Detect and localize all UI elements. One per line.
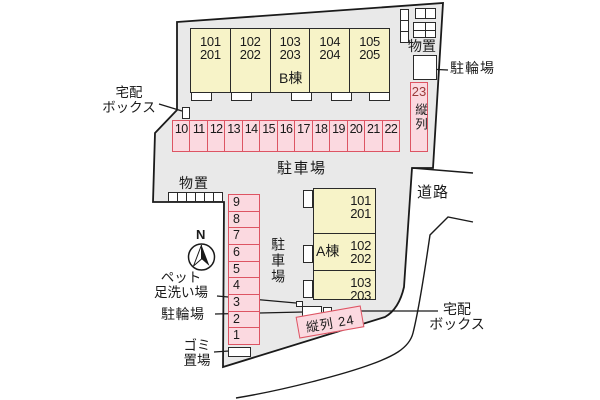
unit-number: 101	[350, 193, 371, 208]
parking-space: 4	[229, 277, 259, 294]
road-edge-north	[411, 167, 474, 174]
delivery-box-bottom-label: 宅配ボックス	[429, 301, 485, 333]
unit-number: 103	[279, 34, 301, 49]
building-a-unit: 102 202	[314, 233, 375, 270]
parking-space: 14	[241, 121, 259, 151]
entrance-step	[291, 92, 312, 101]
unit-number: 201	[200, 47, 221, 62]
road-label: 道路	[417, 184, 450, 201]
compass-north-label: N	[196, 227, 206, 242]
parking-space: 11	[189, 121, 206, 151]
parking-space: 1	[229, 327, 259, 344]
entrance-step	[303, 190, 313, 208]
bike-parking-bottom-label: 駐輪場	[161, 306, 205, 322]
entrance-step	[331, 92, 352, 101]
parking-space: 6	[229, 244, 259, 261]
parking-space: 12	[206, 121, 224, 151]
parking-space: 13	[224, 121, 241, 151]
parking-space: 8	[229, 210, 259, 228]
unit-number: 102	[350, 238, 371, 253]
parking-row-label: 駐車場	[277, 160, 327, 177]
parking-row: 10 11 12 13 14 15 16 17 18 19 20 21 22	[172, 120, 400, 152]
storage-left-label: 物置	[179, 175, 209, 191]
unit-number: 105	[359, 34, 380, 49]
entrance-step	[369, 92, 390, 101]
road-edge-outer	[235, 216, 474, 399]
storage-top-label: 物置	[408, 38, 436, 54]
parking-space: 22	[381, 121, 399, 151]
building-b-label: B棟	[279, 70, 303, 86]
building-b-unit: 103 203	[269, 29, 310, 92]
parking-space: 2	[229, 310, 259, 328]
parking-space: 5	[229, 260, 259, 278]
parking-space: 17	[294, 121, 311, 151]
unit-number: 203	[279, 47, 301, 62]
pointer-garbage	[213, 350, 230, 353]
parking-space: 15	[259, 121, 276, 151]
entrance-step	[231, 92, 252, 101]
compass-icon	[187, 243, 216, 271]
unit-number: 204	[319, 47, 341, 62]
unit-number: 104	[319, 34, 341, 49]
unit-number: 202	[350, 251, 371, 266]
bike-parking-top-label: 駐輪場	[450, 60, 495, 76]
entrance-step	[191, 92, 212, 101]
building-b: 101 201 102 202 103 203 104 204 105 205	[190, 28, 390, 93]
building-a-unit: 101 201	[314, 194, 375, 233]
storage-units-grid	[413, 22, 436, 38]
bike-parking-top-area	[413, 55, 437, 80]
unit-number: 202	[239, 47, 261, 62]
parking-space: 10	[174, 122, 188, 136]
parking-space: 9	[233, 195, 240, 209]
parking-space: 3	[229, 294, 259, 311]
tandem-space-23: 23 縦列	[410, 82, 428, 152]
garbage-label: ゴミ置場	[183, 338, 211, 368]
building-a-label: A棟	[316, 243, 340, 259]
delivery-box-top-label: 宅配ボックス	[102, 85, 156, 115]
building-b-unit: 102 202	[229, 29, 270, 92]
unit-number: 205	[359, 47, 380, 62]
building-b-unit: 104 204	[309, 29, 349, 92]
parking-column: 9 8 7 6 5 4 3 2 1	[228, 194, 260, 345]
tandem-23-number: 23	[411, 84, 427, 99]
garbage-area	[228, 347, 251, 357]
storage-left-row	[168, 192, 223, 202]
unit-number: 102	[239, 34, 261, 49]
unit-number: 203	[350, 288, 371, 304]
parking-column-label: 駐車場	[270, 237, 287, 285]
tandem-23-label: 縦列	[413, 103, 427, 132]
building-b-unit: 105 205	[349, 29, 389, 92]
pointer-delivery-top	[158, 103, 183, 112]
building-a-unit: 103 203	[314, 270, 375, 307]
storage-units-pair	[415, 8, 436, 19]
building-a: 101 201 102 202 103 203	[313, 188, 376, 302]
parking-space: 21	[364, 121, 381, 151]
storage-units-strip	[400, 9, 409, 43]
entrance-step	[303, 280, 313, 298]
parking-space: 18	[311, 121, 329, 151]
entrance-step	[303, 245, 313, 263]
parking-space: 20	[346, 121, 364, 151]
parking-space: 7	[229, 227, 259, 244]
unit-number: 201	[350, 206, 371, 221]
building-b-unit: 101 201	[191, 29, 230, 92]
pet-wash-label: ペット足洗い場	[154, 270, 208, 300]
unit-number: 101	[200, 34, 221, 49]
parking-space: 16	[276, 121, 294, 151]
parking-space: 19	[329, 121, 346, 151]
unit-number: 103	[350, 275, 371, 291]
delivery-box-top	[182, 107, 190, 119]
pet-wash-station	[296, 301, 303, 307]
